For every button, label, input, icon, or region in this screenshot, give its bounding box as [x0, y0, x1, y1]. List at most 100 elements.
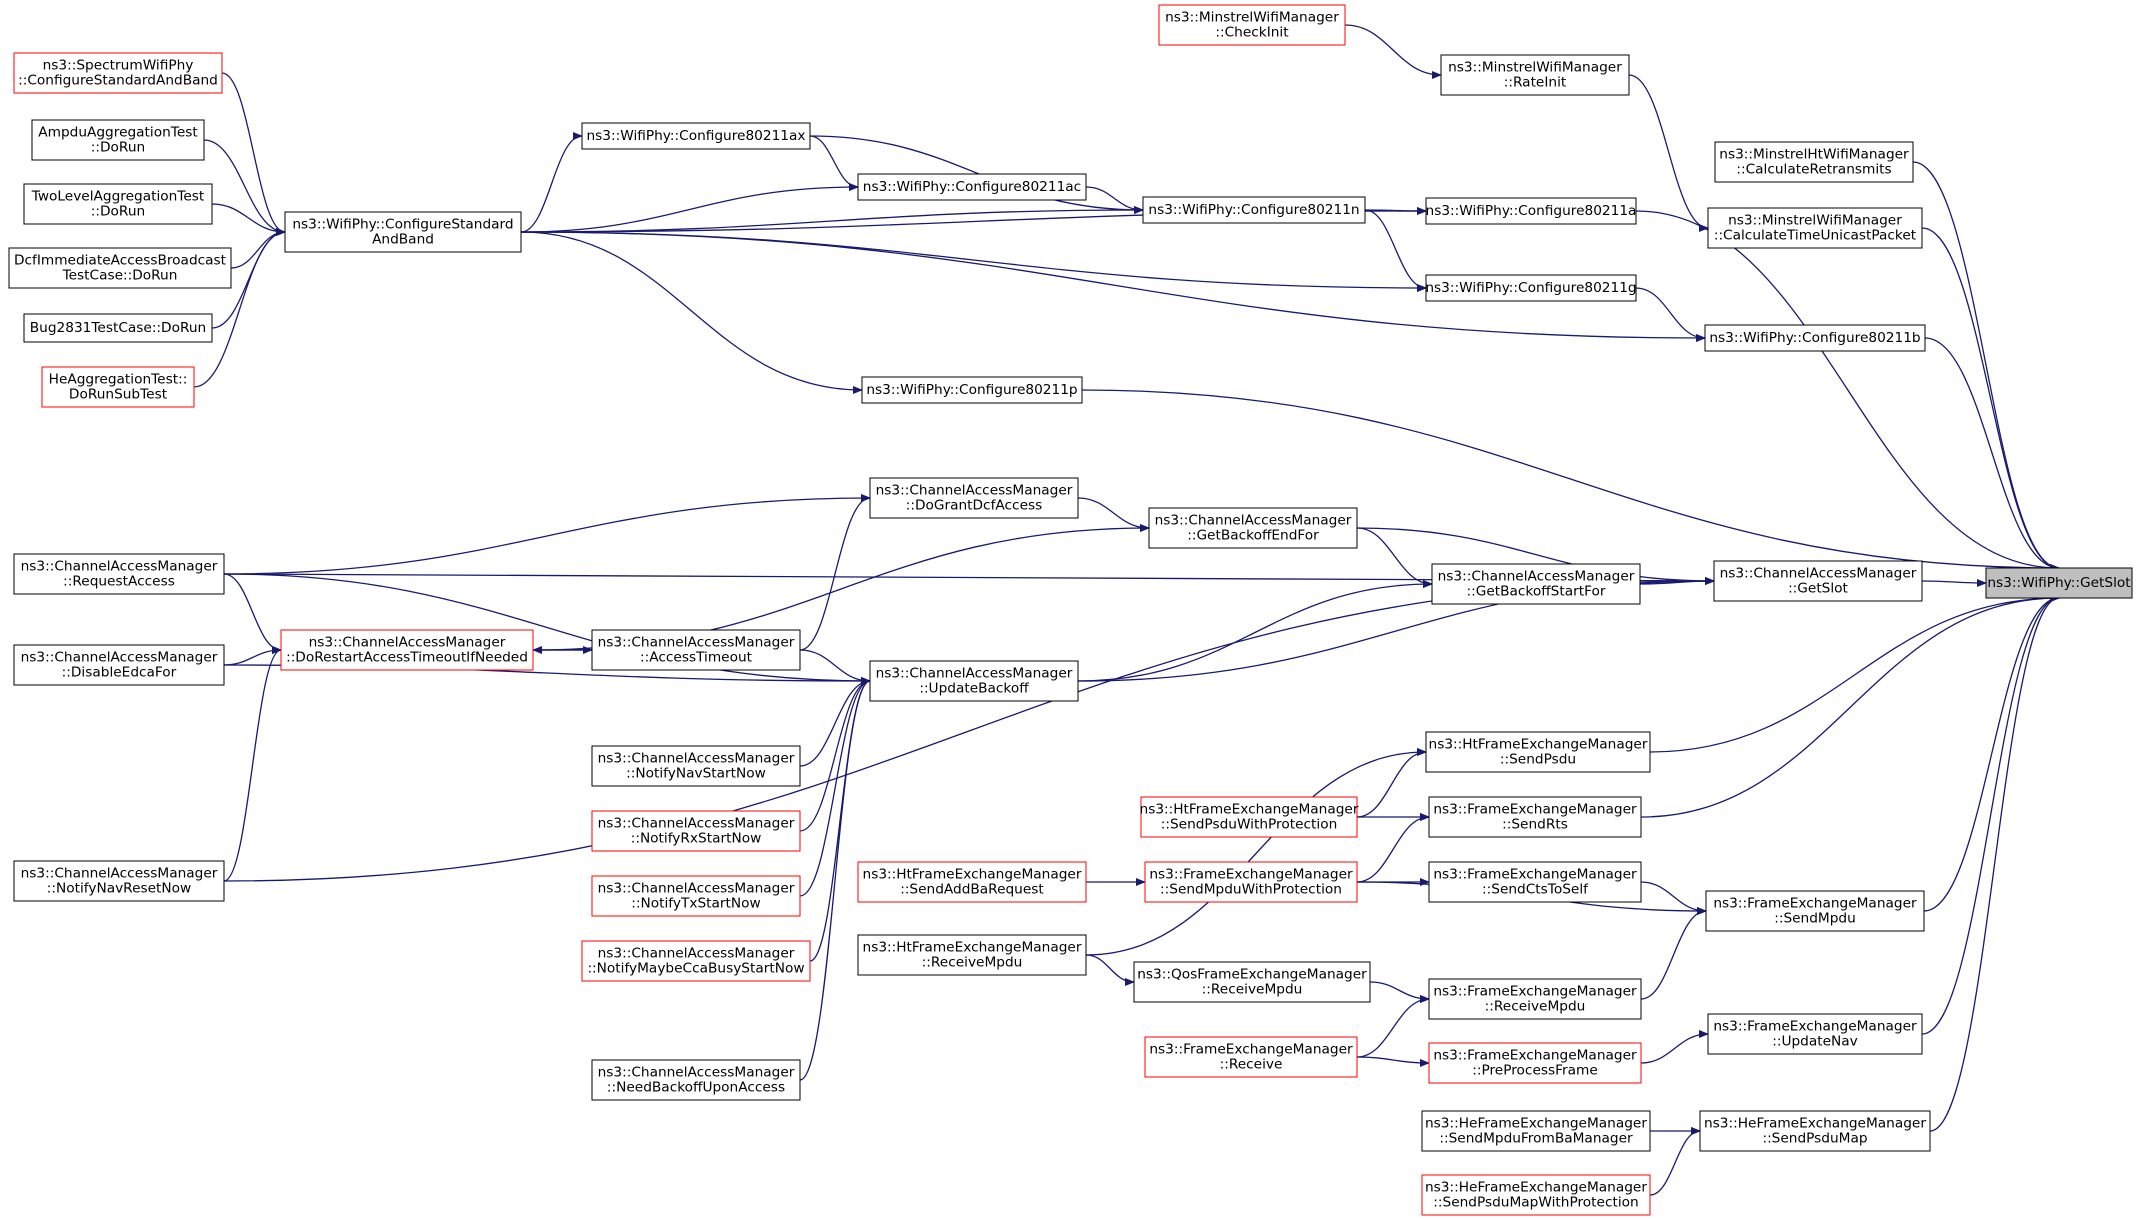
node-label-line: ns3::FrameExchangeManager — [1433, 1048, 1637, 1064]
node-label-line: ::CalculateRetransmits — [1736, 162, 1891, 178]
edge-hesendpsdumapprot-to-hesendpsdumap — [1649, 1127, 1701, 1196]
node-fereceive[interactable]: ns3::FrameExchangeManager::Receive — [1144, 1036, 1358, 1078]
edge-arrow — [1356, 1056, 1430, 1067]
node-htcalcretrans[interactable]: ns3::MinstrelHtWifiManager::CalculateRet… — [1714, 141, 1914, 183]
node-label-line: ns3::ChannelAccessManager — [21, 559, 218, 575]
node-label-line: ::PreProcessFrame — [1472, 1063, 1598, 1079]
node-label-line: ns3::ChannelAccessManager — [876, 666, 1073, 682]
node-navstart[interactable]: ns3::ChannelAccessManager::NotifyNavStar… — [591, 745, 801, 787]
node-getbackoffend[interactable]: ns3::ChannelAccessManager::GetBackoffEnd… — [1148, 507, 1358, 549]
node-txstart[interactable]: ns3::ChannelAccessManager::NotifyTxStart… — [591, 875, 801, 917]
edge-arrow — [520, 206, 1144, 233]
edge-cfg80211n-to-cfg80211g — [1364, 209, 1427, 292]
node-ampdu[interactable]: AmpduAggregationTest::DoRun — [31, 119, 205, 161]
node-htsendaddba[interactable]: ns3::HtFrameExchangeManager::SendAddBaRe… — [857, 861, 1087, 903]
edge-arrow — [223, 573, 871, 685]
node-disableedca[interactable]: ns3::ChannelAccessManager::DisableEdcaFo… — [13, 644, 225, 686]
node-qosrecvmpdu[interactable]: ns3::QosFrameExchangeManager::ReceiveMpd… — [1133, 961, 1371, 1003]
node-box — [13, 52, 223, 94]
edge-navreset-to-dorestart — [223, 646, 282, 882]
edge-cfg80211ax-to-cfg80211ac — [809, 135, 859, 191]
node-label-line: ::NotifyTxStartNow — [631, 896, 760, 912]
nodes-layer: ns3::WifiPhy::GetSlot ns3::MinstrelWifiMa… — [8, 4, 2133, 1216]
node-label-line: ns3::ChannelAccessManager — [598, 751, 795, 767]
node-cfg80211p[interactable]: ns3::WifiPhy::Configure80211p — [861, 376, 1083, 404]
edge-needbackoff-to-updatebackoff — [799, 677, 871, 1081]
node-htsendpsdu[interactable]: ns3::HtFrameExchangeManager::SendPsdu — [1425, 731, 1651, 773]
edge-arrow — [1356, 527, 1715, 585]
edge-arrow — [1924, 337, 2060, 572]
node-dorestart[interactable]: ns3::ChannelAccessManager::DoRestartAcce… — [280, 629, 534, 671]
node-getslot[interactable]: ns3::WifiPhy::GetSlot — [1985, 567, 2133, 599]
node-checkinit[interactable]: ns3::MinstrelWifiManager::CheckInit — [1158, 4, 1346, 46]
node-dcfimm[interactable]: DcfImmediateAccessBroadcastTestCase::DoR… — [8, 247, 232, 289]
node-label-line: ::ConfigureStandardAndBand — [18, 73, 218, 89]
node-bug2831[interactable]: Bug2831TestCase::DoRun — [23, 313, 213, 343]
node-label-line: DcfImmediateAccessBroadcast — [14, 253, 227, 269]
node-htsendpsduprot[interactable]: ns3::HtFrameExchangeManager::SendPsduWit… — [1140, 796, 1359, 838]
node-ccabusy[interactable]: ns3::ChannelAccessManager::NotifyMaybeCc… — [581, 940, 811, 982]
node-needbackoff[interactable]: ns3::ChannelAccessManager::NeedBackoffUp… — [591, 1059, 801, 1101]
node-box — [1148, 507, 1358, 549]
node-box — [1425, 274, 1637, 302]
node-rateinit[interactable]: ns3::MinstrelWifiManager::RateInit — [1440, 54, 1630, 96]
edge-arrow — [520, 183, 859, 233]
node-updatebackoff[interactable]: ns3::ChannelAccessManager::UpdateBackoff — [869, 660, 1079, 702]
node-reqaccess[interactable]: ns3::ChannelAccessManager::RequestAccess — [13, 553, 225, 595]
node-box — [1421, 1110, 1651, 1152]
node-calctime[interactable]: ns3::MinstrelWifiManager::CalculateTimeU… — [1707, 207, 1923, 249]
node-htrecvmpdu[interactable]: ns3::HtFrameExchangeManager::ReceiveMpdu — [857, 934, 1087, 976]
node-cfg80211a[interactable]: ns3::WifiPhy::Configure80211a — [1425, 197, 1637, 225]
node-box — [1713, 560, 1923, 602]
edge-htsendpsdu-to-getslot — [1649, 594, 2060, 753]
node-label-line: ::SendAddBaRequest — [900, 882, 1044, 898]
edge-arrow — [1639, 577, 1715, 586]
node-rxstart[interactable]: ns3::ChannelAccessManager::NotifyRxStart… — [591, 810, 801, 852]
node-spectrum[interactable]: ns3::SpectrumWifiPhy::ConfigureStandardA… — [13, 52, 223, 94]
node-hesendpsdumap[interactable]: ns3::HeFrameExchangeManager::SendPsduMap — [1699, 1110, 1931, 1152]
node-sendmpdu[interactable]: ns3::FrameExchangeManager::SendMpdu — [1705, 890, 1925, 932]
node-heagg[interactable]: HeAggregationTest::DoRunSubTest — [41, 366, 195, 408]
node-cfg80211ax[interactable]: ns3::WifiPhy::Configure80211ax — [581, 122, 811, 150]
node-cfg80211ac[interactable]: ns3::WifiPhy::Configure80211ac — [857, 173, 1087, 201]
edge-cfg80211ac-to-cfg80211n — [1085, 186, 1144, 214]
edge-fereceive-to-preprocess — [1356, 1056, 1430, 1067]
node-label-line: ns3::ChannelAccessManager — [598, 816, 795, 832]
edge-cfgstd-to-cfg80211p — [520, 231, 863, 394]
node-navreset[interactable]: ns3::ChannelAccessManager::NotifyNavRese… — [13, 860, 225, 902]
edge-arrow — [1364, 206, 1427, 215]
node-updatenav[interactable]: ns3::FrameExchangeManager::UpdateNav — [1707, 1013, 1923, 1055]
node-cfgstd[interactable]: ns3::WifiPhy::ConfigureStandardAndBand — [284, 211, 522, 253]
node-box — [13, 644, 225, 686]
node-hesendpsdumapprot[interactable]: ns3::HeFrameExchangeManager::SendPsduMap… — [1421, 1174, 1651, 1216]
node-accesstimeout[interactable]: ns3::ChannelAccessManager::AccessTimeout — [591, 629, 801, 671]
edge-arrow — [1085, 954, 1135, 986]
node-twolevel[interactable]: TwoLevelAggregationTest::DoRun — [23, 183, 213, 225]
node-box — [591, 875, 801, 917]
node-box — [1142, 196, 1366, 224]
node-cfg80211n[interactable]: ns3::WifiPhy::Configure80211n — [1142, 196, 1366, 224]
edge-rxstart-to-updatebackoff — [799, 677, 871, 832]
edge-cfgstd-to-cfg80211n — [520, 206, 1144, 233]
edge-arrow — [1649, 1127, 1701, 1196]
node-box — [1140, 796, 1358, 838]
node-box — [1707, 1013, 1923, 1055]
edge-arrow — [799, 677, 871, 1081]
node-camgetslot[interactable]: ns3::ChannelAccessManager::GetSlot — [1713, 560, 1923, 602]
node-cfg80211g[interactable]: ns3::WifiPhy::Configure80211g — [1425, 274, 1637, 302]
edge-getbackoffend-to-camgetslot — [1356, 527, 1715, 585]
node-hesendmpduba[interactable]: ns3::HeFrameExchangeManager::SendMpduFro… — [1421, 1110, 1651, 1152]
node-sendrts[interactable]: ns3::FrameExchangeManager::SendRts — [1428, 796, 1642, 838]
node-sendmpduprot[interactable]: ns3::FrameExchangeManager::SendMpduWithP… — [1144, 861, 1358, 903]
node-getbackoffstart[interactable]: ns3::ChannelAccessManager::GetBackoffSta… — [1431, 563, 1641, 605]
edge-arrow — [1921, 227, 2060, 572]
edge-arrow — [1081, 389, 2060, 572]
edge-qosrecvmpdu-to-recvmpdu — [1369, 981, 1430, 1003]
node-sendcts[interactable]: ns3::FrameExchangeManager::SendCtsToSelf — [1428, 861, 1642, 903]
node-recvmpdu[interactable]: ns3::FrameExchangeManager::ReceiveMpdu — [1428, 978, 1642, 1020]
node-dogrant[interactable]: ns3::ChannelAccessManager::DoGrantDcfAcc… — [869, 477, 1079, 519]
node-preprocess[interactable]: ns3::FrameExchangeManager::PreProcessFra… — [1428, 1042, 1642, 1084]
node-box — [1714, 141, 1914, 183]
node-box — [1428, 796, 1642, 838]
node-cfg80211b[interactable]: ns3::WifiPhy::Configure80211b — [1704, 324, 1926, 352]
